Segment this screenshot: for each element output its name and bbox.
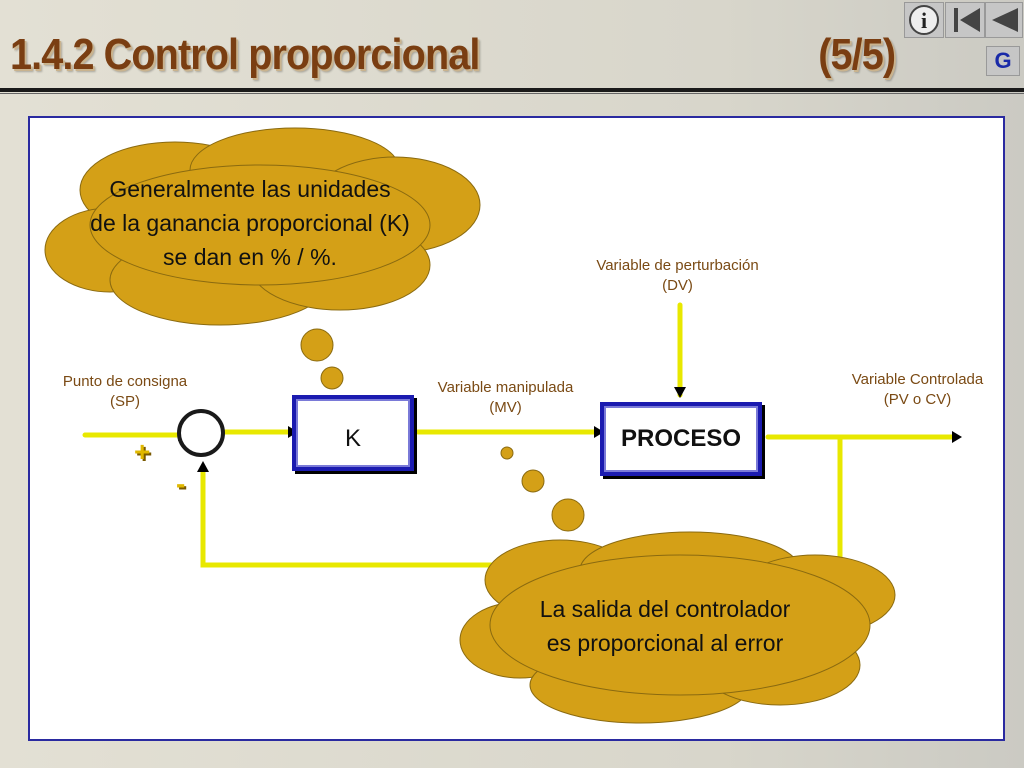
minus-sign: -	[176, 468, 186, 499]
cloud-bottom-shape	[459, 531, 896, 724]
controlled-label-line-1: Variable Controlada	[851, 371, 984, 388]
setpoint-label-line-1: Punto de consigna	[62, 373, 188, 390]
cloud-top-text: Generalmente las unidades de la ganancia…	[70, 172, 430, 274]
manipulated-variable-label: Variable manipulada (MV)	[408, 378, 603, 418]
thought-bubbles-bottom	[500, 446, 585, 532]
title-text: 1.4.2 Control proporcional	[10, 30, 480, 79]
info-button[interactable]: i	[904, 2, 944, 38]
info-icon: i	[909, 5, 939, 35]
svg-text:i: i	[921, 8, 927, 33]
cloud-bottom-text: La salida del controlador es proporciona…	[500, 592, 830, 660]
page-indicator: (5/5)	[818, 30, 896, 79]
title-divider-thin	[0, 93, 1024, 94]
manipulated-label-line-1: Variable manipulada	[437, 379, 574, 396]
controller-block-k: K	[292, 395, 414, 471]
slide-title: 1.4.2 Control proporcional (5/5)	[10, 30, 896, 86]
skip-first-icon	[954, 8, 980, 32]
first-slide-button[interactable]	[945, 2, 985, 38]
cloud-top-shape	[44, 127, 481, 326]
setpoint-label: Punto de consigna (SP)	[30, 372, 220, 412]
back-button[interactable]	[985, 2, 1023, 38]
glossary-button[interactable]: G	[986, 46, 1020, 76]
disturbance-label-line-2: (DV)	[662, 277, 693, 294]
cloud-bottom-line-2: es proporcional al error	[546, 630, 784, 656]
disturbance-variable-label: Variable de perturbación (DV)	[560, 256, 795, 296]
back-icon	[992, 8, 1018, 32]
plus-sign: +	[134, 436, 151, 467]
title-divider	[0, 88, 1024, 92]
cloud-top-line-3: se dan en % / %.	[163, 244, 337, 270]
cloud-top-line-2: de la ganancia proporcional (K)	[90, 210, 410, 236]
manipulated-label-line-2: (MV)	[489, 399, 522, 416]
cloud-bottom-line-1: La salida del controlador	[539, 596, 791, 622]
controlled-variable-label: Variable Controlada (PV o CV)	[820, 370, 1015, 410]
summing-junction	[177, 409, 225, 457]
controlled-label-line-2: (PV o CV)	[883, 391, 952, 408]
disturbance-label-line-1: Variable de perturbación	[596, 257, 759, 274]
process-block: PROCESO	[600, 402, 762, 476]
setpoint-label-line-2: (SP)	[110, 393, 140, 410]
cloud-top-line-1: Generalmente las unidades	[109, 176, 391, 202]
